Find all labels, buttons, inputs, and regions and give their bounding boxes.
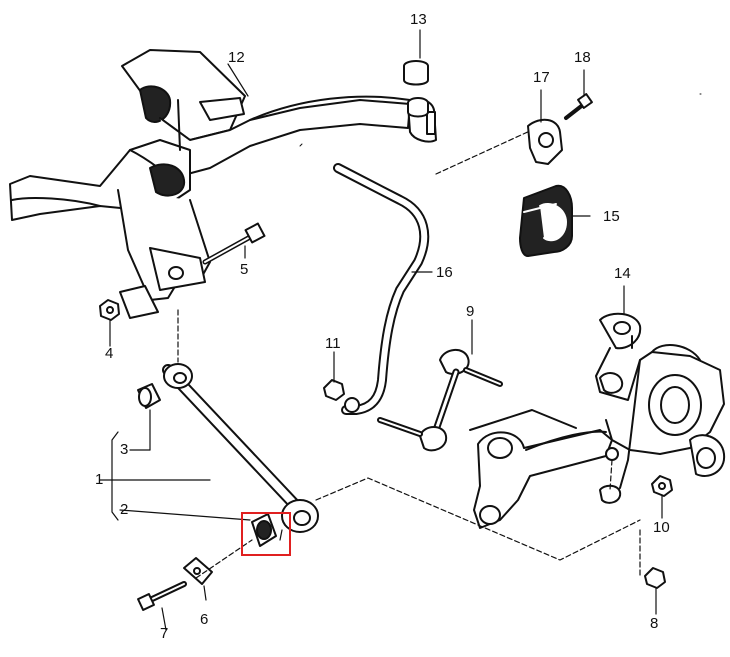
- washer-part-6: [183, 557, 213, 585]
- nut-part-4: [99, 299, 120, 321]
- callout-13: 13: [410, 11, 427, 28]
- leader-lines: [99, 29, 663, 631]
- callout-10: 10: [653, 519, 670, 536]
- bushing-part-2: [251, 513, 277, 547]
- callout-11: 11: [325, 335, 341, 352]
- link-part-1: [162, 363, 319, 533]
- callout-17: 17: [533, 69, 550, 86]
- callout-12: 12: [228, 49, 245, 66]
- callout-14: 14: [614, 265, 631, 282]
- stabilizer-bar-part-16: [333, 129, 533, 415]
- bracket-part-17: [527, 118, 563, 165]
- knuckle-part-14: [595, 312, 726, 489]
- callout-6: 6: [200, 611, 209, 628]
- bolt-part-5: [202, 222, 266, 265]
- nut-part-8: [644, 567, 666, 589]
- rubber-bushing-part-15: [519, 184, 573, 257]
- callout-18: 18: [574, 49, 591, 66]
- bushing-part-13: [403, 60, 429, 118]
- callout-9: 9: [466, 303, 475, 320]
- callout-8: 8: [650, 615, 659, 632]
- highlight-box-part-2: [241, 512, 291, 556]
- callout-2: 2: [120, 501, 129, 518]
- nut-part-10: [651, 475, 673, 497]
- bolt-part-7: [137, 581, 187, 611]
- callout-7: 7: [160, 625, 169, 642]
- nut-part-11: [323, 379, 345, 401]
- lower-arm-assembly: [469, 409, 622, 529]
- bushing-part-3: [137, 383, 161, 409]
- callout-1: 1: [95, 471, 104, 488]
- callout-16: 16: [436, 264, 453, 281]
- specks: [299, 93, 702, 147]
- subframe-part-12: [9, 49, 437, 319]
- coupling-rod-part-9: [377, 349, 503, 452]
- callout-4: 4: [105, 345, 114, 362]
- bolt-part-18: [564, 93, 593, 120]
- callout-5: 5: [240, 261, 249, 278]
- callout-15: 15: [603, 208, 620, 225]
- callout-3: 3: [120, 441, 129, 458]
